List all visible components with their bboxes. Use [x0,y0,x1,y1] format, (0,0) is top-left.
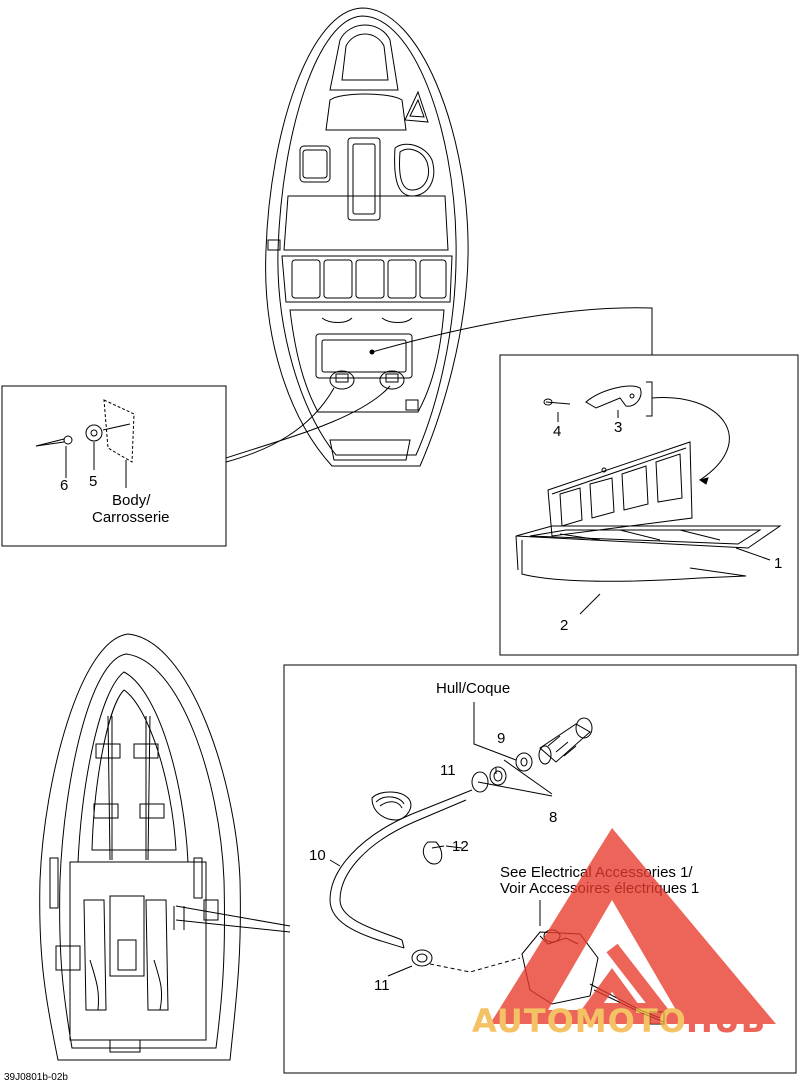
storage-bin [515,381,782,582]
callout-3: 3 [614,419,622,436]
callout-1: 1 [774,555,782,572]
detail-box-storage [499,354,799,656]
watermark: AUTOMOTO HUB [472,828,776,1040]
body-label-line2: Carrosserie [92,509,170,526]
callout-9: 9 [497,730,505,747]
body-label-line1: Body/ [112,492,151,509]
callouts: 1 2 3 4 5 6 8 9 10 11 11 12 [60,419,782,994]
watermark-triangle-logo [490,828,776,1024]
callout-11-top: 11 [440,762,456,779]
callout-10: 10 [309,847,326,864]
callout-4: 4 [553,423,561,440]
watercraft-top-view [265,7,469,467]
watercraft-interior-view [39,633,241,1061]
watermark-text-primary: AUTOMOTO [472,1002,687,1040]
hull-label: Hull/Coque [436,680,510,697]
callout-6: 6 [60,477,68,494]
callout-5: 5 [89,473,97,490]
detail-box-bilge [283,664,797,1074]
callout-2: 2 [560,617,568,634]
callout-12: 12 [452,838,469,855]
diagram-code: 39J0801b-02b [4,1072,68,1083]
watermark-text-secondary: HUB [686,1002,766,1040]
detail-box-body [1,385,227,547]
callout-8: 8 [549,809,557,826]
fastener-assembly [35,399,135,463]
callout-11-bottom: 11 [374,977,390,994]
